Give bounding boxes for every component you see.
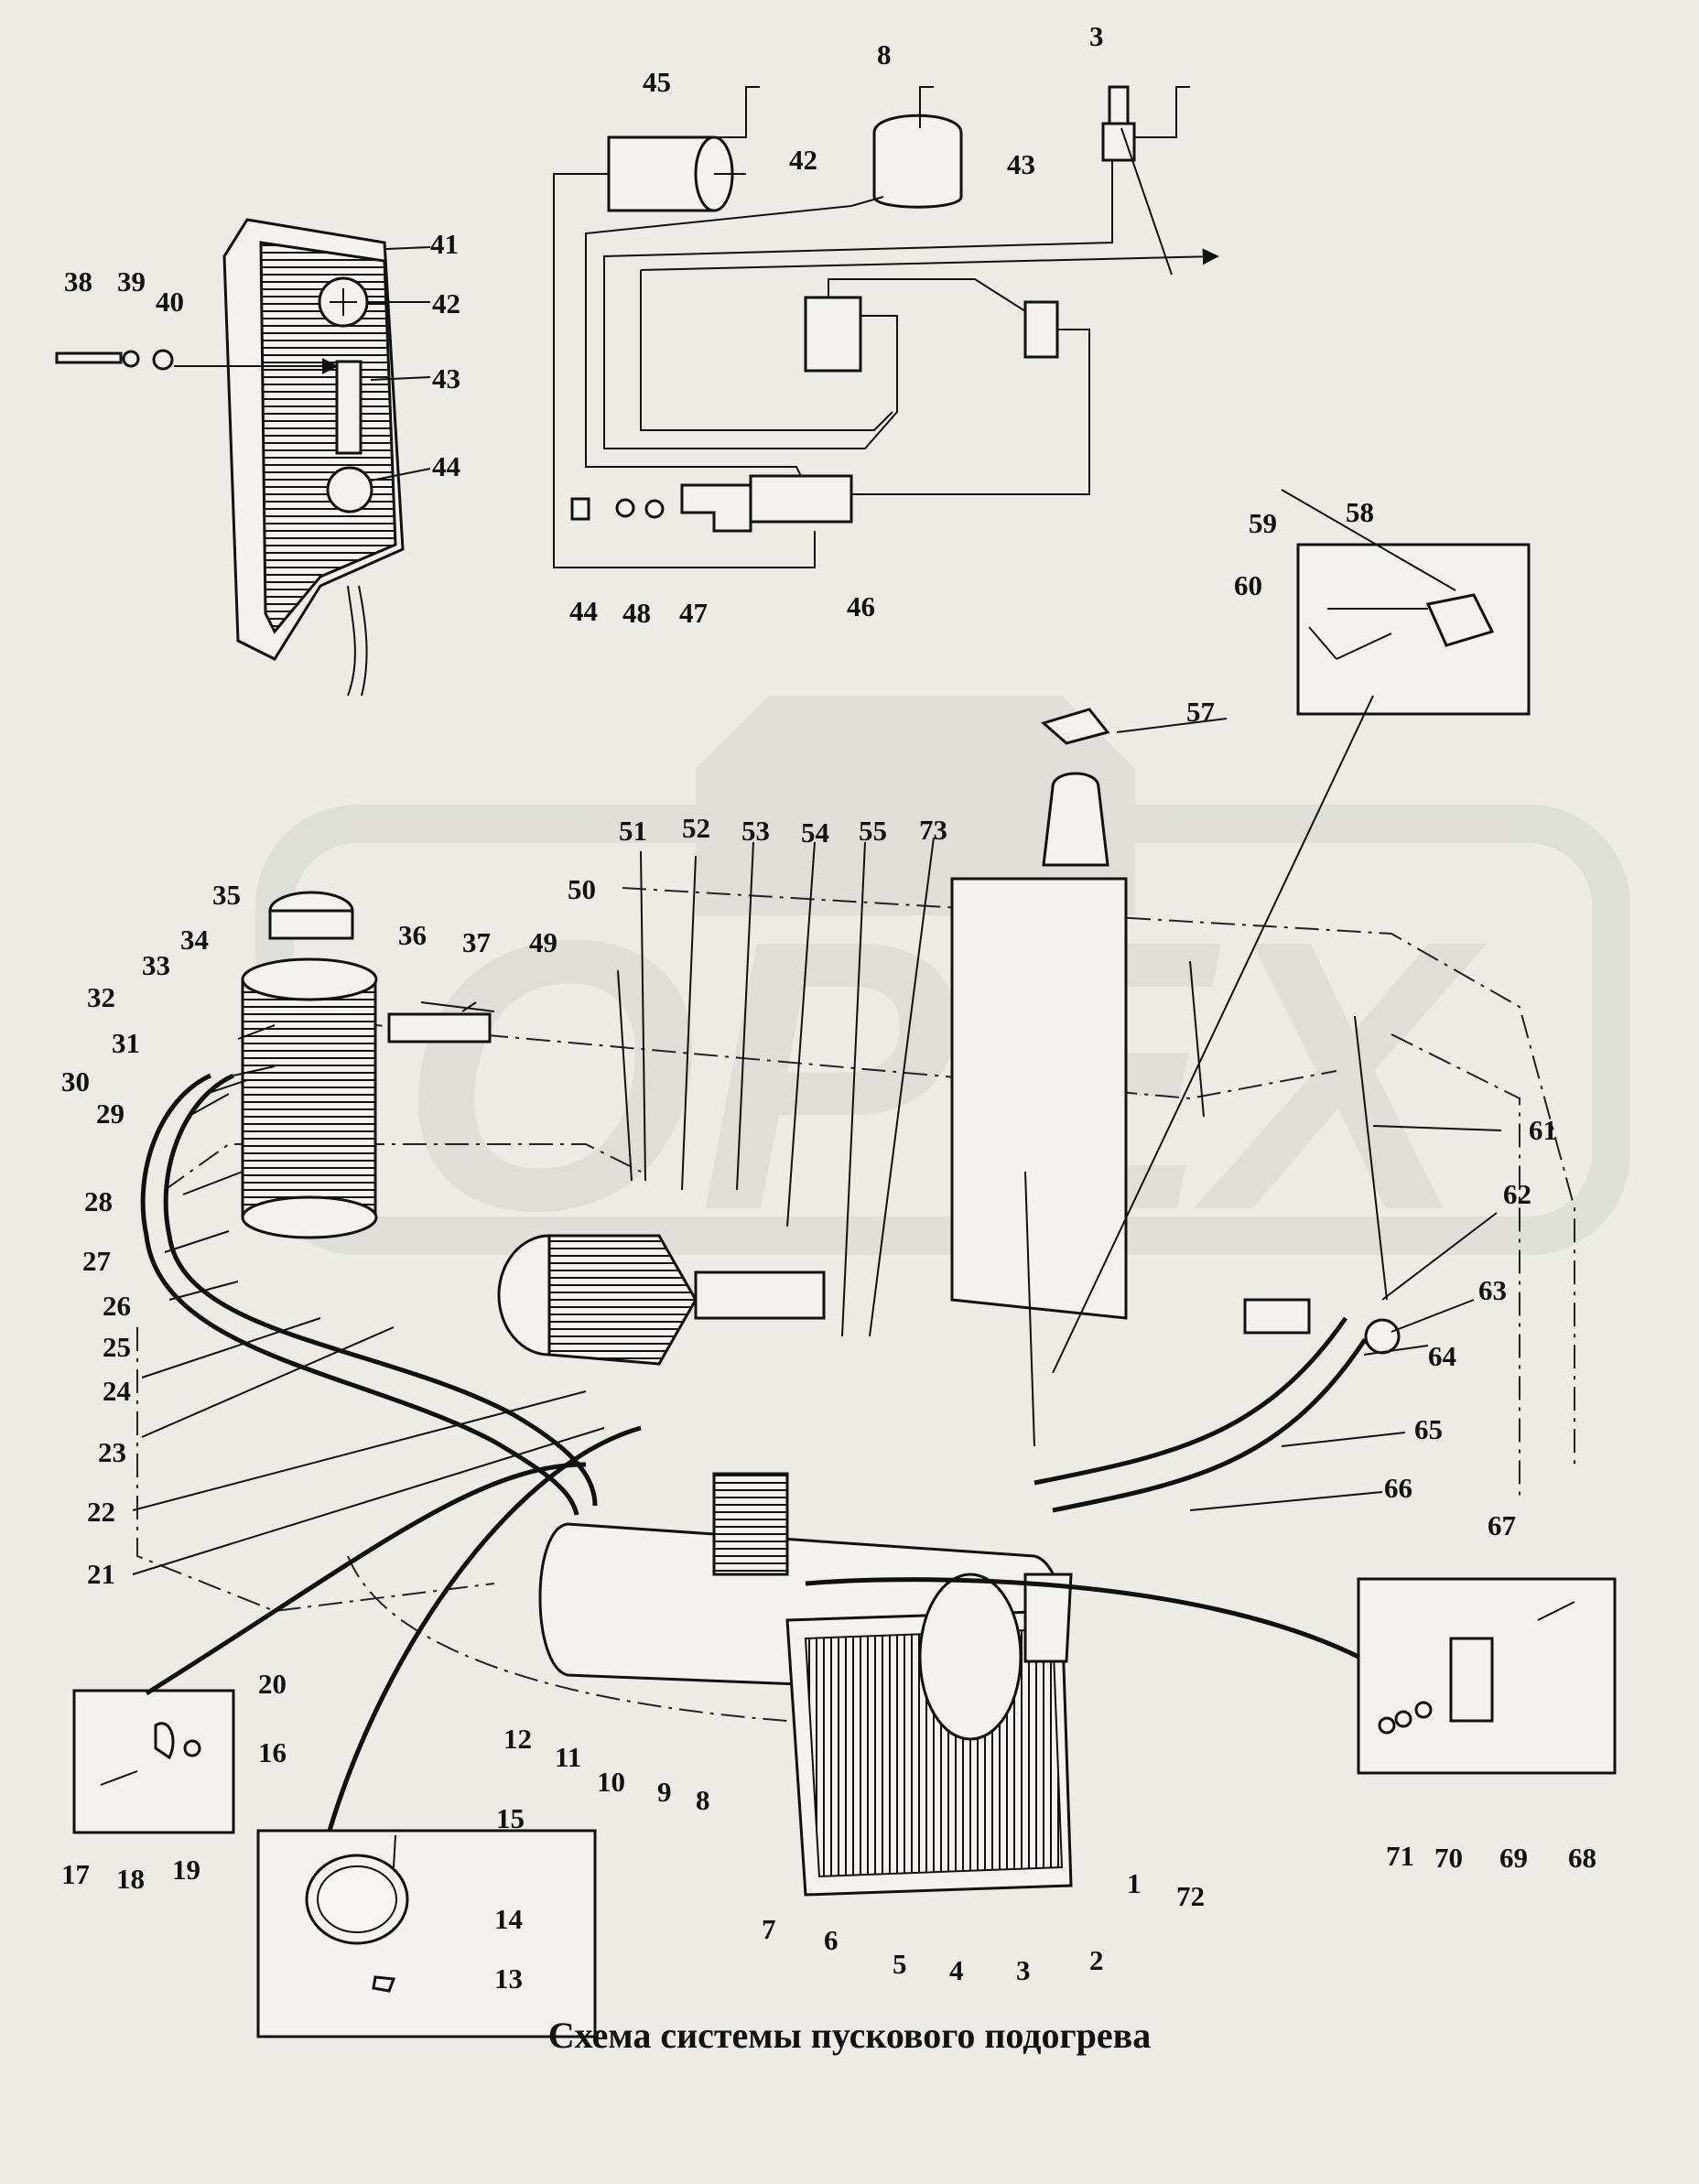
label-53: 53 (741, 815, 770, 847)
label-27: 27 (82, 1245, 111, 1277)
label-48: 48 (622, 597, 651, 629)
label-70: 70 (1434, 1842, 1463, 1874)
engine-outline (136, 887, 1575, 1722)
label-58: 58 (1346, 496, 1374, 528)
label-44: 44 (432, 450, 460, 482)
label-46: 46 (847, 590, 875, 622)
label-6: 6 (824, 1924, 839, 1956)
label-3-top: 3 (1089, 20, 1104, 52)
label-64: 64 (1428, 1340, 1456, 1372)
label-15: 15 (496, 1802, 525, 1834)
inset-58-60 (1296, 543, 1531, 716)
inset-13-15 (256, 1829, 597, 2038)
label-49: 49 (529, 926, 557, 958)
watermark-text: OPEX (399, 861, 1488, 1291)
label-12: 12 (503, 1723, 532, 1755)
label-44-top: 44 (569, 595, 598, 627)
label-3: 3 (1016, 1954, 1031, 1986)
label-14: 14 (494, 1903, 523, 1935)
watermark: OPEX (255, 696, 1630, 1291)
label-28: 28 (84, 1185, 113, 1217)
label-10: 10 (597, 1766, 625, 1798)
label-42-top: 42 (789, 144, 817, 176)
label-36: 36 (398, 919, 427, 951)
label-8: 8 (696, 1784, 710, 1816)
label-26: 26 (103, 1290, 131, 1322)
label-7: 7 (762, 1913, 776, 1945)
label-51: 51 (619, 815, 647, 847)
label-20: 20 (258, 1668, 287, 1700)
label-55: 55 (859, 815, 887, 847)
label-22: 22 (87, 1496, 115, 1528)
label-32: 32 (87, 981, 115, 1013)
control-panel-inset (55, 218, 405, 697)
label-30: 30 (61, 1065, 90, 1097)
label-59: 59 (1249, 507, 1277, 539)
label-1: 1 (1127, 1867, 1142, 1899)
label-60: 60 (1234, 569, 1262, 601)
wiring-diagram (553, 85, 1219, 568)
main-assembly (140, 695, 1401, 1897)
diagram-caption: Схема системы пускового подогрева (547, 2015, 1152, 2056)
label-35: 35 (212, 879, 241, 911)
label-33: 33 (142, 949, 170, 981)
label-45: 45 (643, 66, 671, 98)
label-17: 17 (61, 1858, 90, 1890)
label-66: 66 (1384, 1472, 1412, 1504)
callout-labels: 38 39 40 41 42 43 44 45 8 3 42 43 44 48 … (61, 20, 1596, 1995)
label-61: 61 (1529, 1114, 1557, 1146)
label-2: 2 (1089, 1944, 1104, 1976)
label-9: 9 (657, 1776, 672, 1808)
label-24: 24 (103, 1375, 131, 1407)
label-43-top: 43 (1007, 148, 1035, 180)
label-38: 38 (64, 265, 92, 297)
label-4: 4 (949, 1954, 964, 1986)
label-52: 52 (682, 812, 710, 844)
label-13: 13 (494, 1962, 523, 1995)
label-43: 43 (432, 362, 460, 395)
label-65: 65 (1414, 1413, 1443, 1445)
label-67: 67 (1488, 1509, 1516, 1541)
label-8-top: 8 (877, 38, 892, 70)
label-39: 39 (117, 265, 146, 297)
label-23: 23 (98, 1436, 126, 1468)
label-34: 34 (180, 924, 209, 956)
label-37: 37 (462, 926, 491, 958)
label-21: 21 (87, 1558, 115, 1590)
label-5: 5 (893, 1948, 907, 1980)
leader-lines (132, 127, 1502, 1575)
label-68: 68 (1568, 1842, 1596, 1874)
label-41: 41 (430, 228, 459, 260)
label-18: 18 (116, 1863, 145, 1895)
label-47: 47 (679, 597, 708, 629)
label-11: 11 (555, 1741, 581, 1773)
label-69: 69 (1499, 1842, 1528, 1874)
label-57: 57 (1186, 696, 1215, 728)
label-63: 63 (1478, 1274, 1507, 1306)
label-31: 31 (112, 1027, 140, 1059)
label-72: 72 (1176, 1880, 1205, 1912)
inset-67-71 (1357, 1577, 1617, 1775)
label-19: 19 (172, 1854, 200, 1886)
label-42: 42 (432, 287, 460, 319)
label-25: 25 (103, 1331, 131, 1363)
label-29: 29 (96, 1097, 124, 1130)
label-16: 16 (258, 1736, 287, 1768)
inset-16-20 (72, 1689, 235, 1834)
label-50: 50 (568, 873, 596, 905)
label-40: 40 (156, 286, 184, 318)
label-62: 62 (1503, 1178, 1531, 1210)
label-73: 73 (919, 814, 947, 846)
label-71: 71 (1386, 1840, 1414, 1872)
label-54: 54 (801, 816, 829, 849)
